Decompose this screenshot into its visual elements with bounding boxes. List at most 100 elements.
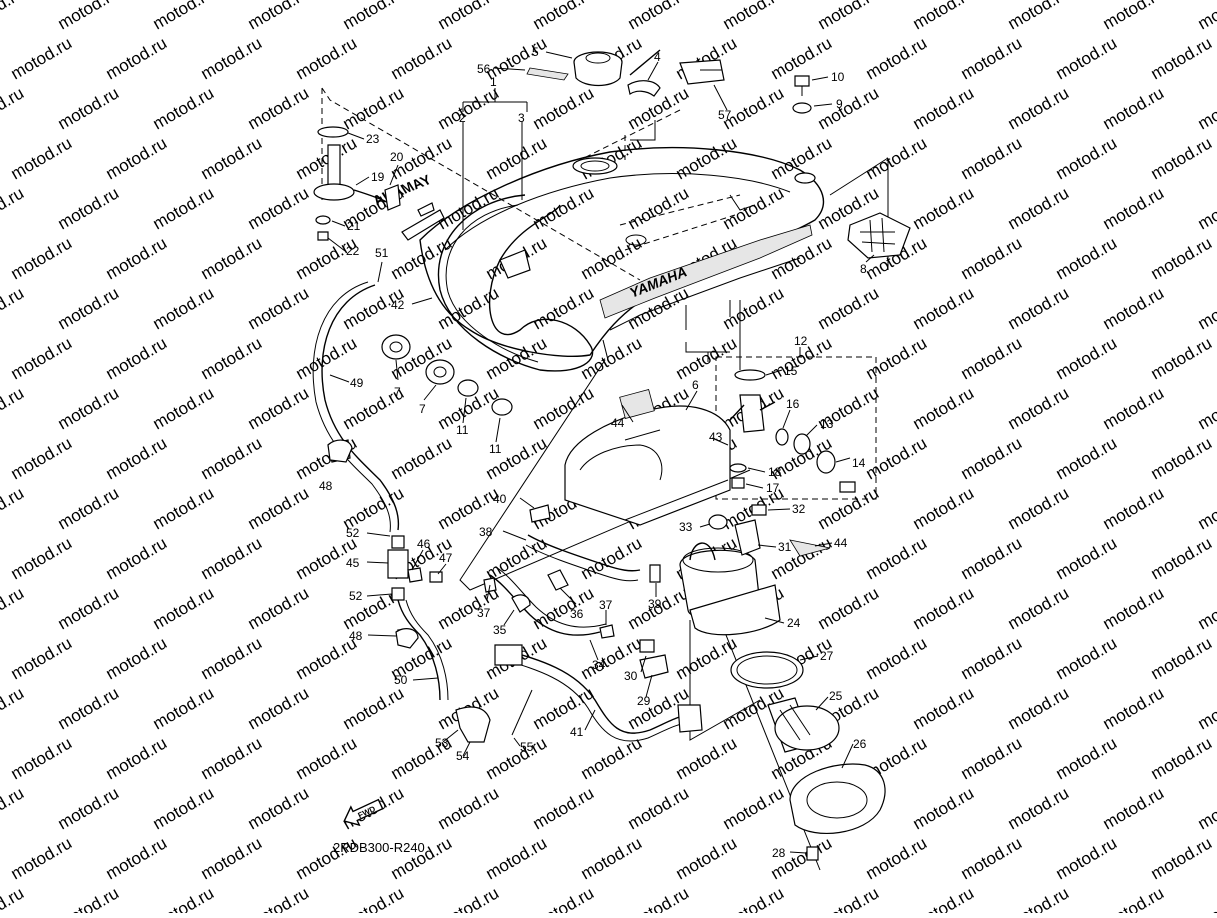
watermark-text: motod.ru: [1148, 333, 1216, 383]
callout-49: 49: [350, 376, 364, 390]
watermark-text: motod.ru: [150, 683, 218, 733]
watermark-text: motod.ru: [198, 233, 266, 283]
watermark-text: motod.ru: [1005, 583, 1073, 633]
watermark-text: motod.ru: [150, 383, 218, 433]
watermark-text: motod.ru: [530, 283, 598, 333]
watermark-text: motod.ru: [1100, 783, 1168, 833]
callout-56: 56: [477, 62, 491, 76]
watermark-text: motod.ru: [55, 283, 123, 333]
watermark-text: motod.ru: [863, 533, 931, 583]
callout-36: 36: [570, 607, 584, 621]
watermark-text: motod.ru: [1195, 483, 1217, 533]
watermark-text: motod.ru: [1100, 183, 1168, 233]
callout-37: 37: [599, 598, 613, 612]
watermark-text: motod.ru: [530, 0, 598, 33]
watermark-text: motod.ru: [1195, 0, 1217, 33]
callout-5: 5: [532, 45, 539, 59]
watermark-text: motod.ru: [0, 683, 27, 733]
watermark-text: motod.ru: [150, 283, 218, 333]
watermark-text: motod.ru: [0, 283, 27, 333]
watermark-text: motod.ru: [1148, 433, 1216, 483]
watermark-text: motod.ru: [1053, 333, 1121, 383]
watermark-text: motod.ru: [958, 733, 1026, 783]
watermark-text: motod.ru: [483, 833, 551, 883]
watermark-text: motod.ru: [150, 583, 218, 633]
watermark-text: motod.ru: [55, 583, 123, 633]
watermark-text: motod.ru: [103, 733, 171, 783]
watermark-text: motod.ru: [1005, 883, 1073, 913]
watermark-text: motod.ru: [340, 0, 408, 33]
callout-22: 22: [346, 244, 360, 258]
watermark-text: motod.ru: [1100, 383, 1168, 433]
watermark-text: motod.ru: [815, 883, 883, 913]
watermark-text: motod.ru: [103, 433, 171, 483]
watermark-text: motod.ru: [103, 333, 171, 383]
watermark-text: motod.ru: [1100, 683, 1168, 733]
watermark-text: motod.ru: [0, 183, 27, 233]
watermark-text: motod.ru: [0, 883, 27, 913]
callout-9: 9: [836, 97, 843, 111]
watermark-text: motod.ru: [245, 83, 313, 133]
watermark-text: motod.ru: [198, 133, 266, 183]
watermark-text: motod.ru: [673, 733, 741, 783]
watermark-text: motod.ru: [1053, 33, 1121, 83]
watermark-text: motod.ru: [863, 633, 931, 683]
bolt-30: [640, 640, 654, 652]
watermark-text: motod.ru: [1100, 883, 1168, 913]
o-ring-16: [776, 429, 788, 445]
watermark-text: motod.ru: [625, 883, 693, 913]
watermark-text: motod.ru: [55, 683, 123, 733]
watermark-text: motod.ru: [340, 83, 408, 133]
watermark-text: motod.ru: [1100, 483, 1168, 533]
watermark-text: motod.ru: [815, 0, 883, 33]
callout-40: 40: [493, 492, 507, 506]
callout-42: 42: [391, 298, 405, 312]
diagram-code: 2RDB300-R240: [333, 840, 425, 855]
callout-14: 14: [852, 456, 866, 470]
screw-22: [318, 232, 328, 240]
watermark-text: motod.ru: [910, 0, 978, 33]
callout-52: 52: [346, 526, 360, 540]
gasket-13: [794, 434, 810, 454]
watermark-text: motod.ru: [1100, 583, 1168, 633]
washer-18: [730, 464, 746, 472]
watermark-text: motod.ru: [150, 783, 218, 833]
callout-6: 6: [692, 378, 699, 392]
watermark-text: motod.ru: [910, 683, 978, 733]
fuel-cap-rubber: [628, 81, 660, 96]
screw-14: [840, 482, 855, 492]
watermark-text: motod.ru: [150, 83, 218, 133]
watermark-text: motod.ru: [958, 33, 1026, 83]
watermark-text: motod.ru: [0, 583, 27, 633]
washer-21: [316, 216, 330, 224]
watermark-text: motod.ru: [863, 133, 931, 183]
callout-39: 39: [648, 597, 662, 611]
watermark-text: motod.ru: [578, 833, 646, 883]
watermark-text: motod.ru: [1148, 233, 1216, 283]
watermark-text: motod.ru: [958, 133, 1026, 183]
fuel-filter: [388, 550, 408, 578]
tank-bracket: [848, 213, 910, 258]
watermark-text: motod.ru: [340, 683, 408, 733]
watermark-text: motod.ru: [55, 83, 123, 133]
watermark-text: motod.ru: [530, 83, 598, 133]
watermark-text: motod.ru: [1148, 733, 1216, 783]
watermark-text: motod.ru: [958, 533, 1026, 583]
watermark-text: motod.ru: [103, 133, 171, 183]
watermark-text: motod.ru: [55, 183, 123, 233]
watermark-text: motod.ru: [910, 483, 978, 533]
gasket-27: [731, 652, 803, 688]
warning-label: [680, 60, 724, 84]
watermark-text: motod.ru: [103, 233, 171, 283]
callout-12: 12: [794, 334, 808, 348]
watermark-text: motod.ru: [1195, 83, 1217, 133]
watermark-text: motod.ru: [0, 383, 27, 433]
watermark-text: motod.ru: [198, 33, 266, 83]
watermark-text: motod.ru: [435, 83, 503, 133]
screw-17: [732, 478, 744, 488]
callout-17: 17: [766, 481, 780, 495]
watermark-text: motod.ru: [1053, 433, 1121, 483]
callout-15: 15: [784, 364, 798, 378]
watermark-text: motod.ru: [245, 183, 313, 233]
watermark-text: motod.ru: [8, 133, 76, 183]
